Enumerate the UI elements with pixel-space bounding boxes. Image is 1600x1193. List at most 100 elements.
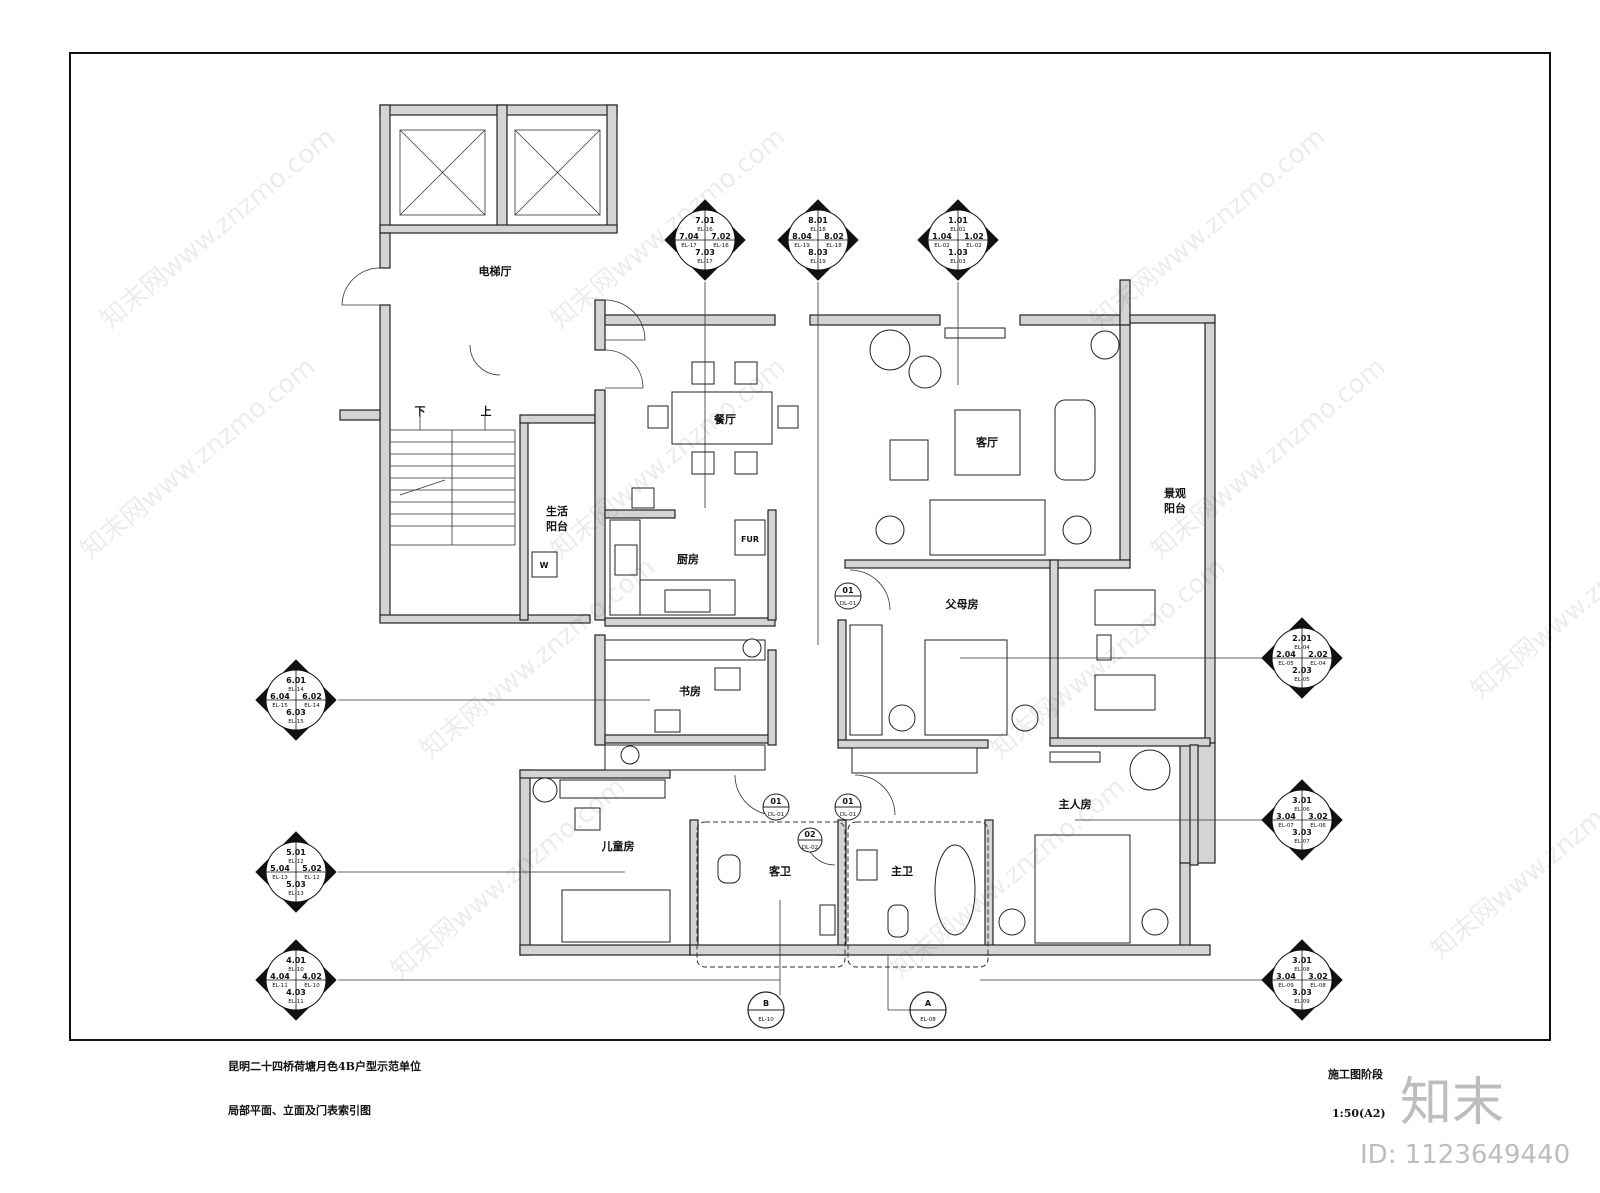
room-label-landscape-balcony: 景观阳台 bbox=[1163, 487, 1186, 515]
room-label-master-bath: 主卫 bbox=[891, 864, 913, 878]
svg-text:EL-08: EL-08 bbox=[920, 1017, 936, 1023]
fridge bbox=[734, 519, 766, 556]
svg-text:02: 02 bbox=[804, 830, 815, 839]
elevation-sheet: EL-11 bbox=[288, 999, 303, 1005]
elevator-cars bbox=[399, 129, 601, 216]
elevation-number: 1.01 bbox=[948, 216, 968, 225]
elevation-number: 4.01 bbox=[286, 956, 306, 965]
watermark-text: 知末网www.znzmo.com bbox=[1465, 492, 1600, 705]
elevation-number: 2.03 bbox=[1292, 666, 1312, 675]
stair-down-label: 下 bbox=[415, 405, 426, 418]
room-labels: 电梯厅 餐厅 客厅 景观阳台 生活阳台 厨房 父母房 书房 主人房 儿童房 客卫… bbox=[479, 264, 1187, 878]
elevation-sheet: EL-04 bbox=[1310, 661, 1326, 667]
section-tag: AEL-08 bbox=[909, 991, 947, 1029]
elevation-sheet: EL-17 bbox=[681, 243, 697, 249]
room-label-parents: 父母房 bbox=[945, 597, 979, 611]
project-title: 昆明二十四桥荷塘月色4B户型示范单位 bbox=[228, 1060, 421, 1073]
elevation-number: 6.04 bbox=[270, 692, 290, 701]
svg-text:DL-02: DL-02 bbox=[802, 845, 818, 851]
svg-text:01: 01 bbox=[842, 586, 854, 595]
watermark-text: 知末网www.znzmo.com bbox=[95, 122, 341, 335]
elevation-sheet: EL-09 bbox=[1294, 999, 1310, 1005]
elevation-sheet: EL-03 bbox=[950, 259, 966, 265]
elevation-number: 3.01 bbox=[1292, 956, 1312, 965]
room-label-kitchen: 厨房 bbox=[677, 552, 699, 566]
elevation-number: 3.04 bbox=[1276, 812, 1296, 821]
svg-text:01: 01 bbox=[770, 797, 782, 806]
drawing-title: 局部平面、立面及门表索引图 bbox=[228, 1104, 371, 1117]
master-wardrobe bbox=[851, 747, 978, 774]
section-tags: BEL-10 AEL-08 bbox=[747, 991, 947, 1029]
elevation-number: 4.03 bbox=[286, 988, 306, 997]
elevation-sheet: EL-18 bbox=[810, 227, 826, 233]
elevation-number: 3.03 bbox=[1292, 988, 1312, 997]
washer-label: W bbox=[540, 561, 549, 570]
watermark-text: 知末网www.znzmo.com bbox=[75, 352, 321, 565]
elevation-number: 3.03 bbox=[1292, 828, 1312, 837]
tv-console bbox=[944, 327, 1006, 339]
elevation-number: 7.04 bbox=[679, 232, 699, 241]
washer bbox=[531, 551, 558, 578]
id-watermark: ID: 1123649440 bbox=[1360, 1140, 1571, 1170]
elevation-number: 3.01 bbox=[1292, 796, 1312, 805]
armchair bbox=[1054, 399, 1096, 481]
elevation-sheet: EL-08 bbox=[1310, 983, 1326, 989]
room-label-master: 主人房 bbox=[1059, 797, 1092, 811]
elevation-sheet: EL-02 bbox=[966, 243, 981, 249]
svg-text:01: 01 bbox=[842, 797, 854, 806]
parents-wardrobe bbox=[849, 624, 883, 736]
master-bed bbox=[1034, 834, 1131, 944]
drawing-frame bbox=[69, 52, 1551, 1041]
fridge-label: FUR bbox=[741, 535, 759, 544]
elevation-sheet: EL-07 bbox=[1278, 823, 1294, 829]
elevation-number: 5.01 bbox=[286, 848, 306, 857]
walls bbox=[339, 104, 1216, 956]
svg-text:B: B bbox=[763, 999, 769, 1008]
elevation-sheet: EL-13 bbox=[272, 875, 288, 881]
elevation-number: 4.02 bbox=[302, 972, 322, 981]
elevation-number: 2.01 bbox=[1292, 634, 1312, 643]
elevation-sheet: EL-14 bbox=[288, 687, 304, 693]
brand-watermark: 知末 bbox=[1400, 1073, 1505, 1133]
guest-basin bbox=[819, 904, 836, 936]
cooktop bbox=[664, 589, 711, 613]
elevation-number: 3.02 bbox=[1308, 812, 1328, 821]
elevation-number: 7.02 bbox=[711, 232, 731, 241]
elevation-sheet: EL-18 bbox=[826, 243, 842, 249]
svg-text:DL-01: DL-01 bbox=[840, 601, 856, 607]
coffee-table bbox=[954, 409, 1021, 476]
room-label-elevator-lobby: 电梯厅 bbox=[479, 264, 512, 278]
section-tag: BEL-10 bbox=[747, 991, 785, 1029]
elevation-sheet: EL-16 bbox=[697, 227, 713, 233]
elevation-number: 4.04 bbox=[270, 972, 290, 981]
elevation-number: 5.03 bbox=[286, 880, 306, 889]
elevation-sheet: EL-16 bbox=[713, 243, 729, 249]
elevation-number: 6.03 bbox=[286, 708, 306, 717]
elevation-number: 3.04 bbox=[1276, 972, 1296, 981]
room-label-guest-bath: 客卫 bbox=[768, 864, 791, 878]
guest-toilet bbox=[717, 854, 741, 884]
elevation-number: 2.04 bbox=[1276, 650, 1296, 659]
watermark-text: 知末网www.znzmo.com bbox=[1085, 122, 1331, 335]
parents-bed bbox=[924, 639, 1008, 736]
watermark-text: 知末网www.znzmo.com bbox=[1425, 752, 1600, 965]
elevation-sheet: EL-14 bbox=[304, 703, 320, 709]
stair bbox=[389, 415, 516, 546]
svg-text:DL-01: DL-01 bbox=[768, 812, 784, 818]
bathtub bbox=[934, 844, 976, 936]
elevation-sheet: EL-06 bbox=[1294, 807, 1310, 813]
elevation-sheet: EL-12 bbox=[304, 875, 319, 881]
study-desk bbox=[604, 639, 766, 661]
elevation-number: 8.01 bbox=[808, 216, 828, 225]
